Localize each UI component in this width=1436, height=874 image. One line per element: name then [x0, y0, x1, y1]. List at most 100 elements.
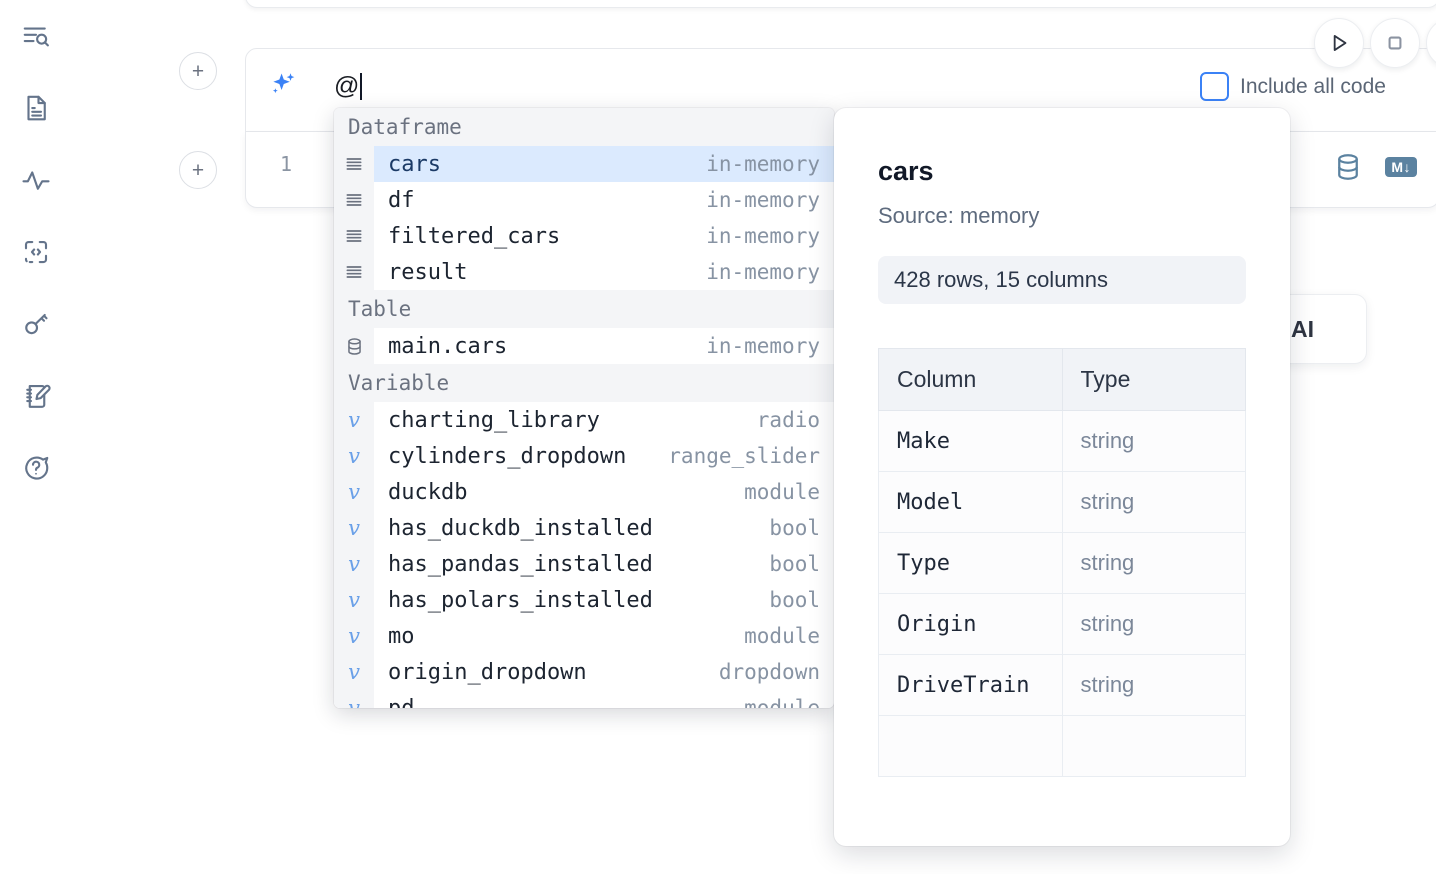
- autocomplete-item-result[interactable]: result in-memory: [334, 254, 834, 290]
- activity-variables-icon[interactable]: [12, 156, 60, 204]
- dataframe-icon: [334, 254, 374, 290]
- variable-icon: v: [334, 402, 374, 438]
- include-all-code-label: Include all code: [1240, 74, 1386, 98]
- preview-shape-badge: 428 rows, 15 columns: [878, 256, 1246, 304]
- autocomplete-item-name: filtered_cars: [388, 223, 561, 249]
- table-row-partial: [878, 715, 1246, 777]
- preview-schema-table: Column Type Make string Model string Typ…: [878, 348, 1246, 777]
- autocomplete-item-filtered-cars[interactable]: filtered_cars in-memory: [334, 218, 834, 254]
- database-icon: [334, 328, 374, 364]
- previous-cell-partial: [245, 0, 1436, 8]
- autocomplete-item-name: pd: [388, 695, 415, 709]
- code-snippets-icon[interactable]: [12, 228, 60, 276]
- autocomplete-item-has-pandas-installed[interactable]: v has_pandas_installed bool: [334, 546, 834, 582]
- autocomplete-item-charting-library[interactable]: v charting_library radio: [334, 402, 834, 438]
- autocomplete-item-type: in-memory: [706, 188, 820, 212]
- table-row: DriveTrain string: [878, 654, 1246, 716]
- autocomplete-item-main-cars[interactable]: main.cars in-memory: [334, 328, 834, 364]
- database-icon[interactable]: [1333, 152, 1363, 182]
- cell-column-name: Make: [878, 410, 1063, 472]
- autocomplete-item-name: main.cars: [388, 333, 508, 359]
- stop-cell-button[interactable]: [1370, 18, 1420, 68]
- autocomplete-item-type: module: [744, 696, 820, 708]
- table-header-row: Column Type: [878, 348, 1246, 411]
- autocomplete-item-type: in-memory: [706, 334, 820, 358]
- file-explorer-search-icon[interactable]: [12, 12, 60, 60]
- autocomplete-group-header: Variable: [334, 364, 834, 402]
- scratchpad-edit-icon[interactable]: [12, 372, 60, 420]
- autocomplete-item-cylinders-dropdown[interactable]: v cylinders_dropdown range_slider: [334, 438, 834, 474]
- preview-source: Source: memory: [878, 203, 1040, 228]
- autocomplete-item-pd[interactable]: v pd module: [334, 690, 834, 708]
- include-all-code-checkbox[interactable]: [1200, 72, 1229, 101]
- dataframe-icon: [334, 146, 374, 182]
- left-icon-rail: [0, 0, 72, 874]
- variable-icon: v: [334, 654, 374, 690]
- cell-toolbar: M↓: [1333, 152, 1417, 182]
- autocomplete-item-duckdb[interactable]: v duckdb module: [334, 474, 834, 510]
- variable-icon: v: [334, 582, 374, 618]
- autocomplete-item-name: charting_library: [388, 407, 600, 433]
- preview-title: cars: [878, 156, 934, 186]
- autocomplete-group-header: Table: [334, 290, 834, 328]
- variable-icon: v: [334, 510, 374, 546]
- autocomplete-item-name: cylinders_dropdown: [388, 443, 627, 469]
- cell-column-name: DriveTrain: [878, 654, 1063, 716]
- table-row: Model string: [878, 471, 1246, 533]
- document-outline-icon[interactable]: [12, 84, 60, 132]
- autocomplete-item-name: has_pandas_installed: [388, 551, 653, 577]
- ai-prompt-input[interactable]: @: [334, 69, 363, 103]
- table-row: Make string: [878, 410, 1246, 472]
- autocomplete-dropdown[interactable]: Dataframe cars in-memory df in-memory: [334, 108, 834, 708]
- cell-column-name: [878, 715, 1063, 777]
- autocomplete-item-name: cars: [388, 151, 441, 177]
- autocomplete-item-name: origin_dropdown: [388, 659, 587, 685]
- sparkle-icon: [266, 69, 300, 103]
- autocomplete-item-name: duckdb: [388, 479, 468, 505]
- autocomplete-item-type: bool: [769, 588, 820, 612]
- autocomplete-item-type: radio: [756, 408, 820, 432]
- table-row: Type string: [878, 532, 1246, 594]
- run-cell-button[interactable]: [1314, 18, 1364, 68]
- autocomplete-item-name: has_polars_installed: [388, 587, 653, 613]
- autocomplete-item-df[interactable]: df in-memory: [334, 182, 834, 218]
- cell-column-name: Model: [878, 471, 1063, 533]
- autocomplete-item-has-duckdb-installed[interactable]: v has_duckdb_installed bool: [334, 510, 834, 546]
- cell-column-type: [1061, 715, 1246, 777]
- dataframe-preview-panel: cars Source: memory 428 rows, 15 columns…: [834, 108, 1290, 846]
- cell-column-type: string: [1061, 410, 1246, 472]
- cell-column-type: string: [1061, 471, 1246, 533]
- autocomplete-item-type: module: [744, 480, 820, 504]
- add-cell-above-button[interactable]: +: [179, 52, 217, 90]
- dataframe-icon: [334, 182, 374, 218]
- autocomplete-item-origin-dropdown[interactable]: v origin_dropdown dropdown: [334, 654, 834, 690]
- autocomplete-item-has-polars-installed[interactable]: v has_polars_installed bool: [334, 582, 834, 618]
- add-cell-below-button[interactable]: +: [179, 151, 217, 189]
- autocomplete-item-type: in-memory: [706, 224, 820, 248]
- secrets-key-icon[interactable]: [12, 300, 60, 348]
- ai-prompt-value: @: [334, 71, 360, 100]
- autocomplete-item-type: in-memory: [706, 260, 820, 284]
- help-chat-icon[interactable]: [12, 444, 60, 492]
- markdown-icon[interactable]: M↓: [1385, 157, 1417, 177]
- table-row: Origin string: [878, 593, 1246, 655]
- autocomplete-item-type: bool: [769, 552, 820, 576]
- autocomplete-item-name: result: [388, 259, 468, 285]
- column-header-column: Column: [878, 348, 1063, 411]
- include-all-code-row[interactable]: Include all code: [1200, 72, 1386, 101]
- autocomplete-item-type: range_slider: [668, 444, 820, 468]
- autocomplete-item-type: in-memory: [706, 152, 820, 176]
- markdown-badge-label: M↓: [1385, 157, 1417, 177]
- autocomplete-item-name: df: [388, 187, 415, 213]
- column-header-type: Type: [1061, 348, 1246, 411]
- cell-column-type: string: [1061, 654, 1246, 716]
- autocomplete-item-type: module: [744, 624, 820, 648]
- variable-icon: v: [334, 690, 374, 708]
- cell-column-name: Type: [878, 532, 1063, 594]
- autocomplete-group-header: Dataframe: [334, 108, 834, 146]
- code-line-number: 1: [279, 152, 292, 176]
- autocomplete-item-mo[interactable]: v mo module: [334, 618, 834, 654]
- variable-icon: v: [334, 618, 374, 654]
- variable-icon: v: [334, 546, 374, 582]
- autocomplete-item-cars[interactable]: cars in-memory: [334, 146, 834, 182]
